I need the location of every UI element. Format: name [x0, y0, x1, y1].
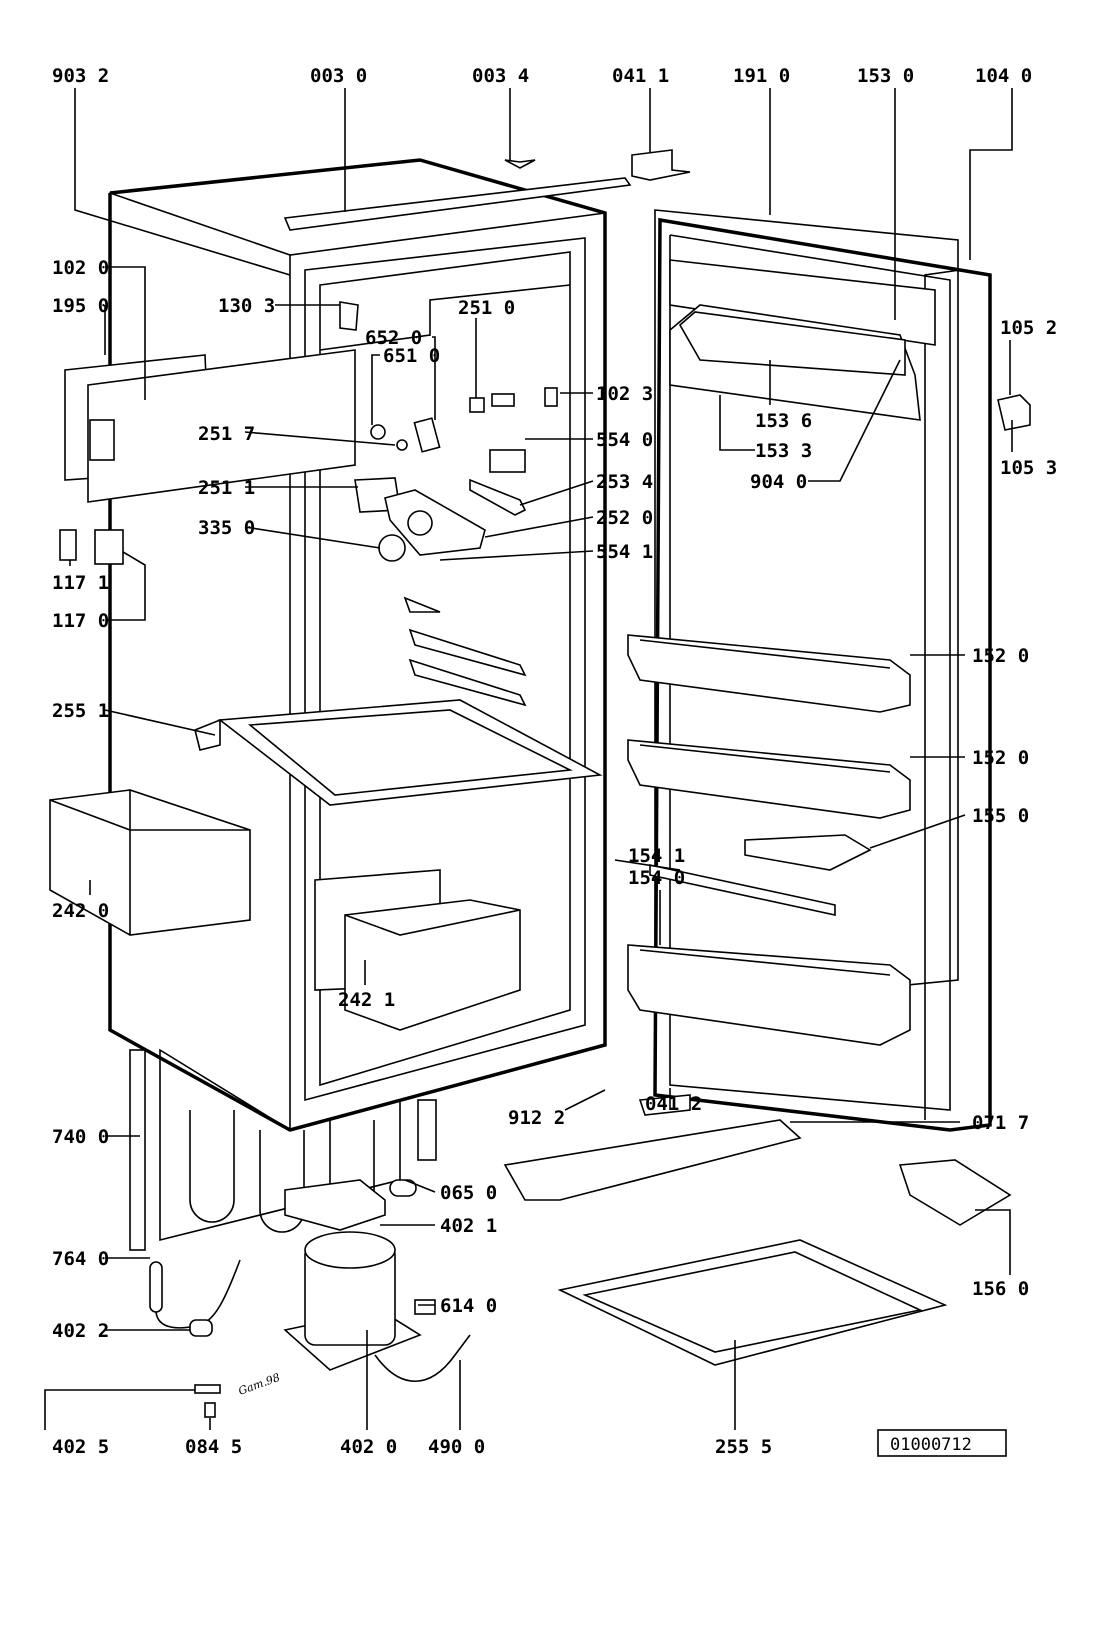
label-402-5: 402 5	[52, 1436, 109, 1458]
label-255-5: 255 5	[715, 1436, 772, 1458]
drier-filter	[149, 1259, 241, 1329]
label-117-1: 117 1	[52, 572, 109, 594]
condenser	[129, 1048, 437, 1251]
label-071-7: 071 7	[972, 1112, 1029, 1134]
part-labels: 903 2 003 0 003 4 041 1 191 0 153 0 104 …	[52, 65, 1057, 1458]
label-614-0: 614 0	[440, 1295, 497, 1317]
label-253-4: 253 4	[596, 471, 653, 493]
label-554-0: 554 0	[596, 429, 653, 451]
freezer-door	[64, 349, 356, 503]
label-130-3: 130 3	[218, 295, 275, 317]
leader-lines	[44, 88, 1013, 1430]
label-154-1: 154 1	[628, 845, 685, 867]
dairy-compartment	[669, 259, 936, 421]
label-490-0: 490 0	[428, 1436, 485, 1458]
bottom-plate	[503, 1119, 802, 1201]
label-912-2: 912 2	[508, 1107, 565, 1129]
label-152-0-middle: 152 0	[972, 747, 1029, 769]
label-102-0: 102 0	[52, 257, 109, 279]
freezer-tray-parts	[59, 529, 124, 565]
label-251-1: 251 1	[198, 477, 255, 499]
ice-tray	[898, 1159, 1012, 1226]
label-252-0: 252 0	[596, 507, 653, 529]
label-764-0: 764 0	[52, 1248, 109, 1270]
glass-shelf-loose	[557, 1239, 948, 1366]
label-153-6: 153 6	[755, 410, 812, 432]
label-156-0: 156 0	[972, 1278, 1029, 1300]
shelf-rails	[403, 596, 527, 707]
label-102-3: 102 3	[596, 383, 653, 405]
label-104-0: 104 0	[975, 65, 1032, 87]
label-402-0: 402 0	[340, 1436, 397, 1458]
label-041-2: 041 2	[645, 1093, 702, 1115]
label-255-1: 255 1	[52, 700, 109, 722]
drawing-number-box: 01000712	[877, 1429, 1007, 1457]
label-152-0-upper: 152 0	[972, 645, 1029, 667]
label-652-0: 652 0	[365, 327, 422, 349]
label-554-1: 554 1	[596, 541, 653, 563]
label-335-0: 335 0	[198, 517, 255, 539]
glass-shelf-cabinet	[194, 699, 603, 806]
label-242-0: 242 0	[52, 900, 109, 922]
label-242-1: 242 1	[338, 989, 395, 1011]
label-154-0: 154 0	[628, 867, 685, 889]
label-904-0: 904 0	[750, 471, 807, 493]
label-003-4: 003 4	[472, 65, 529, 87]
label-251-7: 251 7	[198, 423, 255, 445]
hinge-right	[997, 394, 1031, 431]
egg-tray	[744, 834, 872, 871]
label-105-2: 105 2	[1000, 317, 1057, 339]
drawing-number: 01000712	[890, 1435, 972, 1455]
compressor: Gam.98	[189, 1179, 471, 1418]
door-bin-middle	[627, 739, 911, 819]
label-041-1: 041 1	[612, 65, 669, 87]
label-191-0: 191 0	[733, 65, 790, 87]
label-153-0: 153 0	[857, 65, 914, 87]
label-195-0: 195 0	[52, 295, 109, 317]
door-bin-lower	[627, 944, 911, 1046]
thermostat-assembly	[339, 301, 558, 562]
label-651-0: 651 0	[383, 345, 440, 367]
top-cover-strip	[283, 159, 632, 231]
label-155-0: 155 0	[972, 805, 1029, 827]
label-903-2: 903 2	[52, 65, 109, 87]
drafter-signature: Gam.98	[237, 1371, 282, 1398]
crisper-drawer-large	[49, 789, 251, 936]
label-251-0: 251 0	[458, 297, 515, 319]
label-402-1: 402 1	[440, 1215, 497, 1237]
label-402-2: 402 2	[52, 1320, 109, 1342]
hinge-bottom	[638, 1094, 691, 1116]
label-065-0: 065 0	[440, 1182, 497, 1204]
label-117-0: 117 0	[52, 610, 109, 632]
label-105-3: 105 3	[1000, 457, 1057, 479]
label-003-0: 003 0	[310, 65, 367, 87]
hinge-top	[631, 149, 691, 181]
door-bin-upper	[627, 634, 911, 713]
crisper-drawer-small	[314, 869, 521, 1031]
label-084-5: 084 5	[185, 1436, 242, 1458]
label-740-0: 740 0	[52, 1126, 109, 1148]
bottle-guard	[649, 864, 836, 916]
label-153-3: 153 3	[755, 440, 812, 462]
